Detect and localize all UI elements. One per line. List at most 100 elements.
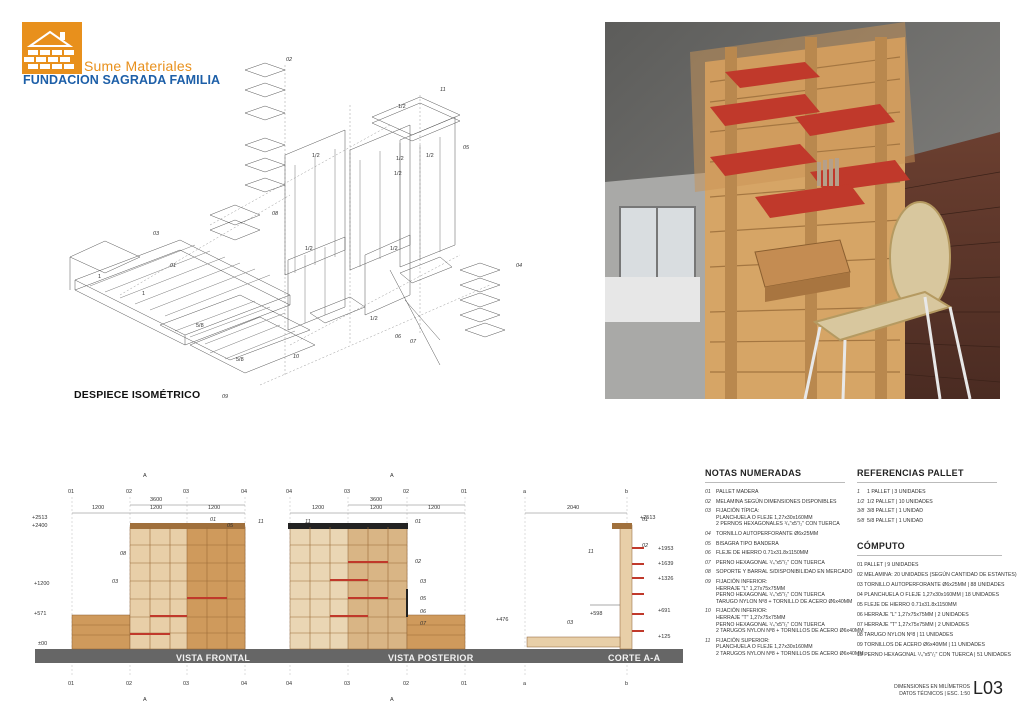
computo-item: 02 MELAMINA: 20 UNIDADES (SEGÚN CANTIDAD…: [857, 571, 1017, 578]
section-mark: A: [390, 473, 394, 479]
referencia-text: 1 PALLET | 3 UNIDADES: [867, 489, 926, 495]
isometric-title: DESPIECE ISOMÉTRICO: [74, 389, 201, 401]
nota-number: 05: [705, 540, 711, 547]
nota-number: 09: [705, 578, 711, 585]
axis-label: 02: [403, 681, 409, 687]
dimension-module: 1200: [150, 505, 162, 511]
dimension-depth: 2040: [567, 505, 579, 511]
level-label: +125: [658, 634, 670, 640]
nota-text: BISAGRA TIPO BANDERA: [716, 540, 779, 547]
referencia-text: 3/8 PALLET | 1 UNIDAD: [867, 508, 923, 515]
vista-frontal: [71, 523, 246, 650]
axis-label: 03: [344, 681, 350, 687]
axis-label: 02: [403, 489, 409, 495]
nota-text: HERRAJE "T" 1,27x75x75MM: [716, 614, 786, 621]
nota-number: 06: [705, 550, 711, 557]
dimension-module: 1200: [428, 505, 440, 511]
part-tag: 01: [642, 517, 648, 523]
section-mark: A: [143, 697, 147, 703]
divider: [857, 555, 1002, 556]
callout-09: 09: [222, 394, 228, 400]
nota-text: 2 TARUGOS NYLON Nº8 + TORNILLOS DE ACERO…: [716, 650, 864, 657]
house-bricks-icon: [22, 22, 82, 74]
notas-title: NOTAS NUMERADAS: [705, 468, 802, 478]
axis-label: 02: [126, 681, 132, 687]
nota-text: 2 TARUGOS NYLON Nº8 + TORNILLOS DE ACERO…: [716, 628, 864, 635]
referencias-pallet: REFERENCIAS PALLET 1 1 PALLET | 3 UNIDADE…: [857, 468, 997, 527]
axis-label: b: [625, 681, 628, 687]
level-label: +1639: [658, 561, 673, 567]
scale-line: DIMENSIONES EN MILÍMETROS: [894, 684, 970, 690]
referencia-code: 3/8: [857, 508, 865, 515]
fraction-tag: 1/2: [390, 246, 398, 252]
section-mark: A: [390, 697, 394, 703]
fraction-tag: 1: [98, 274, 101, 280]
dimension-module: 1200: [92, 505, 104, 511]
callout-08: 08: [272, 211, 279, 217]
vista-posterior-label: VISTA POSTERIOR: [388, 653, 474, 663]
level-label: +1326: [658, 576, 673, 582]
computo-item: 03 TORNILLO AUTOPERFORANTE Ø6x25MM | 88 …: [857, 581, 1005, 588]
nota-text: PERNO HEXAGONAL ¹/₄"x5"/₂" CON TUERCA: [716, 621, 825, 628]
part-tag: 08: [120, 551, 127, 557]
referencia-item: 1 1 PALLET | 3 UNIDADES: [857, 489, 997, 496]
vista-frontal-label: VISTA FRONTAL: [176, 653, 251, 663]
computo-item: 06 HERRAJE "L" 1,27x75x75MM | 2 UNIDADES: [857, 611, 969, 618]
computo: CÓMPUTO 01 PALLET | 9 UNIDADES 02 MELAMI…: [857, 541, 1017, 662]
axis-label: 01: [68, 489, 74, 495]
referencia-text: 1/2 PALLET | 10 UNIDADES: [867, 498, 933, 505]
computo-item: 07 HERRAJE "T" 1,27x75x75MM | 2 UNIDADES: [857, 621, 969, 628]
part-tag: 03: [112, 579, 119, 585]
nota-number: 01: [705, 489, 711, 495]
divider: [857, 482, 997, 483]
callout-11: 11: [440, 87, 446, 93]
pallet-shelf-render-image: [605, 22, 1000, 399]
fraction-tag: 1: [142, 291, 145, 297]
nota-text: PERNO HEXAGONAL ¹/₄"x5"/₂" CON TUERCA: [716, 592, 825, 599]
axis-label: 04: [241, 489, 247, 495]
part-tag: 11: [305, 519, 311, 525]
nota-number: 08: [705, 569, 711, 576]
referencia-code: 1: [857, 489, 860, 495]
dimension-total: 3600: [150, 497, 162, 503]
axis-label: 03: [183, 489, 189, 495]
isometric-exploded-drawing: 02 11 05 08 03 01 04 06 07 10 09 1/2 1/2…: [69, 57, 522, 400]
nota-text: PLANCHUELA O FLEJE 1,27x30x160MM: [716, 644, 813, 651]
nota-text: PERNO HEXAGONAL ¹/₄"x5"/₂" CON TUERCA: [716, 559, 825, 566]
nota-text: FIJACIÓN SUPERIOR:: [716, 637, 770, 644]
part-tag: 05: [420, 596, 427, 602]
level-label: +598: [590, 611, 602, 617]
computo-item: 01 PALLET | 9 UNIDADES: [857, 562, 919, 568]
nota-text: TARUGO NYLON Nº8 + TORNILLO DE ACERO Ø6x…: [716, 598, 853, 605]
render-photo: [605, 22, 1000, 399]
nota-text: FIJACIÓN TÍPICA:: [716, 508, 760, 515]
fraction-tag: 1/2: [370, 316, 378, 322]
level-label: +2513: [640, 515, 655, 521]
callout-06: 06: [395, 334, 402, 340]
level-label: +476: [496, 617, 508, 623]
axis-label: 02: [126, 489, 132, 495]
computo-item: 09 TORNILLOS DE ACERO Ø6x40MM | 11 UNIDA…: [857, 641, 985, 648]
corte-a-a: [526, 523, 644, 650]
brand-name: Sume Materiales: [84, 58, 193, 74]
callout-03: 03: [153, 231, 160, 237]
referencias-title: REFERENCIAS PALLET: [857, 468, 964, 478]
part-tag: 03: [420, 579, 427, 585]
computo-item: 08 TARUGO NYLON Nº8 | 11 UNIDADES: [857, 631, 954, 638]
level-label: +1200: [34, 581, 49, 587]
axis-label: b: [625, 489, 628, 495]
level-label: +2513: [32, 515, 47, 521]
referencia-code: 5/8: [857, 517, 865, 524]
dimension-module: 1200: [312, 505, 324, 511]
callout-04: 04: [516, 263, 522, 269]
axis-label: 04: [286, 489, 292, 495]
